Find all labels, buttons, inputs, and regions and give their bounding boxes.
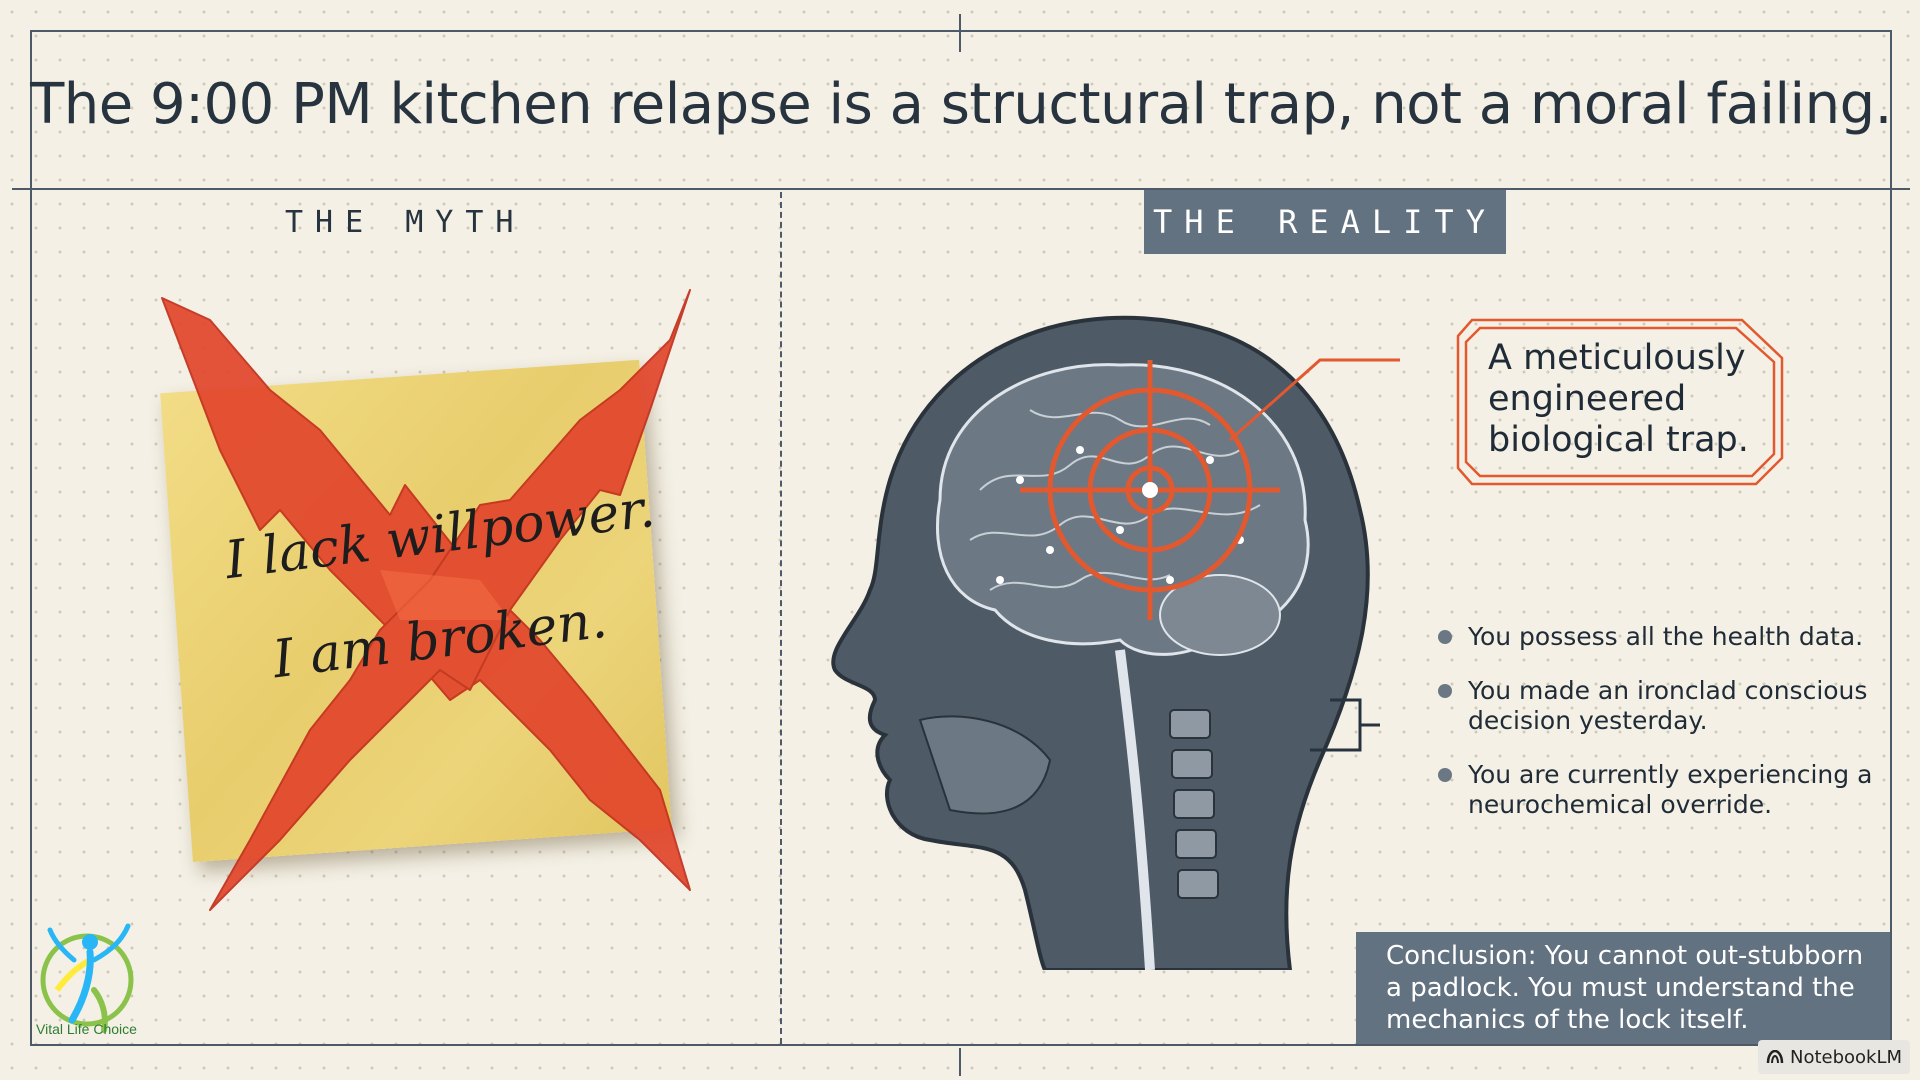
reality-bullet-list: You possess all the health data. You mad… (1432, 622, 1892, 844)
column-divider (780, 192, 782, 1044)
list-item: You are currently experiencing a neuroch… (1432, 760, 1892, 820)
page-title: The 9:00 PM kitchen relapse is a structu… (30, 72, 1892, 137)
watermark-text: NotebookLM (1790, 1046, 1903, 1068)
title-divider-line (30, 188, 1892, 190)
frame-tick-bottom (959, 1048, 961, 1076)
callout-frame-icon (1456, 318, 1784, 486)
bullet-dot-icon (1438, 684, 1452, 698)
reality-heading: THE REALITY (1144, 190, 1506, 254)
bullet-dot-icon (1438, 630, 1452, 644)
blueprint-frame (30, 30, 1892, 1046)
bullet-text: You are currently experiencing a neuroch… (1468, 760, 1873, 819)
frame-tick-left (12, 188, 42, 190)
list-item: You made an ironclad conscious decision … (1432, 676, 1892, 736)
frame-tick-right (1880, 188, 1910, 190)
notebooklm-logo-icon (1766, 1050, 1784, 1064)
vital-life-choice-logo-icon (40, 923, 134, 1033)
bracket-connector-icon (1310, 698, 1380, 752)
bullet-text: You possess all the health data. (1468, 622, 1864, 651)
bullet-dot-icon (1438, 768, 1452, 782)
red-x-mark-icon (161, 289, 691, 911)
myth-sticky-note-group: I lack willpower. I am broken. (150, 280, 710, 920)
conclusion-box: Conclusion: You cannot out-stubborn a pa… (1356, 932, 1890, 1044)
bullet-text: You made an ironclad conscious decision … (1468, 676, 1868, 735)
list-item: You possess all the health data. (1432, 622, 1892, 652)
callout-text: A meticulously engineered biological tra… (1488, 338, 1749, 460)
frame-tick-top (959, 14, 961, 52)
notebooklm-watermark: NotebookLM (1758, 1040, 1911, 1074)
head-brain-illustration-icon (831, 315, 1400, 970)
logo-text: Vital Life Choice (36, 1021, 137, 1037)
myth-heading: THE MYTH (285, 205, 526, 240)
